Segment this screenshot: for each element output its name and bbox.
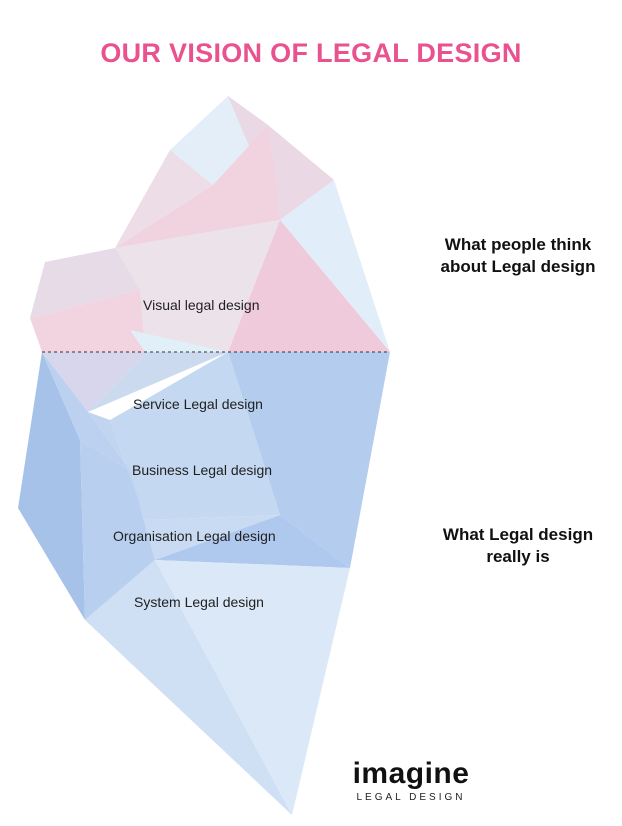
body-facet — [88, 352, 228, 412]
body-facet — [42, 352, 130, 470]
tip-facet — [115, 125, 280, 248]
logo-subtitle: LEGAL DESIGN — [356, 792, 466, 803]
caption-line: really is — [486, 547, 550, 566]
page-title: OUR VISION OF LEGAL DESIGN — [100, 38, 522, 68]
iceberg-tip — [30, 96, 390, 352]
tip-facet — [115, 220, 280, 352]
caption-line: about Legal design — [440, 257, 596, 276]
body-facet — [80, 440, 155, 620]
tip-facet — [30, 290, 145, 352]
tip-facet — [115, 150, 213, 248]
layer-label-system: System Legal design — [134, 594, 264, 610]
body-facet — [155, 515, 350, 568]
body-facet — [85, 560, 292, 815]
layer-label-business: Business Legal design — [132, 462, 273, 478]
logo-wordmark: imagine — [352, 757, 470, 790]
imagine-logo: imagine LEGAL DESIGN — [340, 757, 482, 804]
tip-facet — [30, 248, 140, 318]
body-facet — [42, 352, 148, 412]
iceberg-body — [18, 352, 390, 815]
tip-facet — [228, 220, 390, 352]
caption-below-water: What Legal design really is — [418, 524, 618, 568]
body-facet — [110, 352, 280, 520]
layer-label-visual: Visual legal design — [143, 297, 260, 313]
tip-facet — [130, 330, 228, 352]
tip-facet — [228, 96, 334, 220]
layer-label-service: Service Legal design — [133, 396, 263, 412]
body-facet — [130, 470, 280, 560]
tip-facet — [280, 180, 390, 352]
body-facet — [18, 352, 85, 620]
body-facet — [155, 560, 350, 815]
caption-line: What Legal design — [442, 525, 594, 544]
layer-label-organisation: Organisation Legal design — [113, 528, 276, 544]
caption-line: What people think — [444, 235, 592, 254]
body-facet — [228, 352, 390, 568]
caption-above-water: What people think about Legal design — [418, 234, 618, 278]
